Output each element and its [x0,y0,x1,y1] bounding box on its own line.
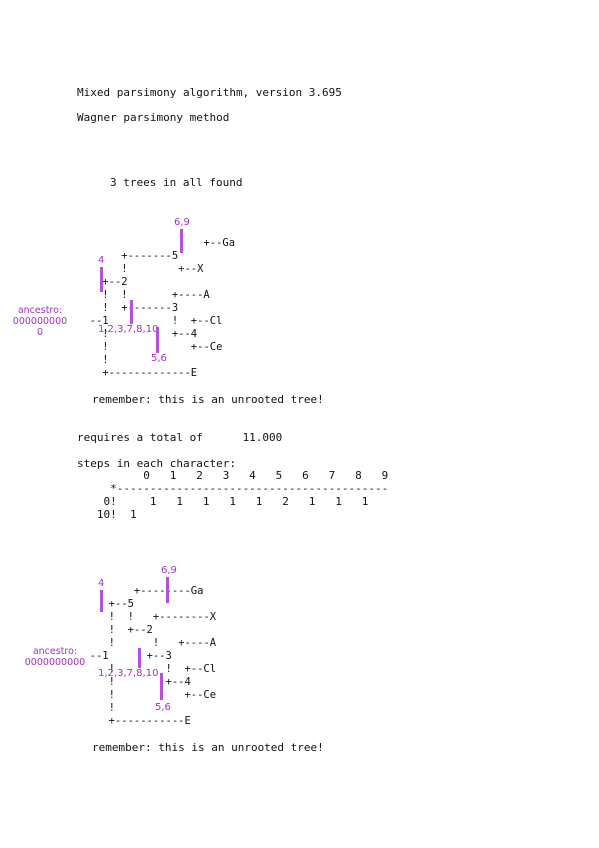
tree-2-line-4: ! +--2 [77,624,153,636]
program-title: Mixed parsimony algorithm, version 3.695 [77,86,342,99]
tree-1-label-4: 4 [98,255,105,266]
tree-2-label-4: 4 [98,578,105,589]
tree-2-label-5-6: 5,6 [155,702,171,713]
tree-2-line-10: ! [77,702,115,714]
steps-divider-row: *---------------------------------------… [77,482,389,495]
tree-2-ancestor-line-2: 0000000000 [24,657,86,668]
tree-1-line-11: +-------------E [77,367,198,379]
tree-1-line-2: +-------5 [77,250,179,262]
tree-2-line-1: +--------Ga [77,585,204,597]
tree-2-line-3: ! ! +--------X [77,611,217,623]
steps-title: steps in each character: [77,457,236,470]
tree-1-change-bar-5-6 [156,327,159,353]
tree-2-line-2: +--5 [77,598,134,610]
tree-1-line-10: ! [77,354,109,366]
tree-1-line-5: ! ! +----A [77,289,210,301]
tree-1-ancestor-label: ancestro: 000000000 0 [12,305,68,338]
steps-header-row: 0 1 2 3 4 5 6 7 8 9 [77,469,389,482]
steps-row-0: 0! 1 1 1 1 1 2 1 1 1 [77,495,369,508]
steps-row-10: 10! 1 [77,508,137,521]
tree-2-label-6-9: 6,9 [161,565,177,576]
tree-2-line-9: ! +--Ce [77,689,217,701]
tree-1-line-1: +--Ga [77,237,236,249]
tree-1-line-9: ! +--Ce [77,341,223,353]
tree-2-ancestor-label: ancestro: 0000000000 [24,646,86,668]
method-title: Wagner parsimony method [77,111,230,124]
tree-2-line-6: --1 +--3 [77,650,172,662]
tree-1-label-6-9: 6,9 [174,217,190,228]
tree-2-line-8: ! +--4 [77,676,191,688]
tree-1-line-8: ! +--4 [77,328,198,340]
tree-2-change-bar-4 [100,590,103,612]
tree-2-label-1-10: 1,2,3,7,8,10 [98,668,159,679]
tree-1-ancestor-line-1: ancestro: [17,305,63,316]
unrooted-note-1: remember: this is an unrooted tree! [92,393,324,406]
tree-2-change-bar-5-6 [160,673,163,700]
tree-2-line-5: ! ! +----A [77,637,217,649]
tree-2-line-11: +-----------E [77,715,191,727]
tree-2-change-bar-6-9 [166,577,169,603]
tree-2-ancestor-line-1: ancestro: [32,646,78,657]
tree-1-label-1-10: 1,2,3,7,8,10 [98,324,159,335]
tree-1-ancestor-line-3: 0 [36,327,44,338]
trees-found-summary: 3 trees in all found [110,176,243,189]
tree-2-line-7: ! ! +--Cl [77,663,217,675]
tree-1-line-3: ! +--X [77,263,204,275]
tree-1-line-4: +--2 [102,276,128,288]
tree-1-label-5-6: 5,6 [151,353,167,364]
tree-1-line-6: ! +-------3 [77,302,179,314]
tree-1-change-bar-6-9 [180,229,183,253]
tree-2-change-bar-1-10 [138,648,141,668]
tree-1-line-7: --1 ! +--Cl [77,315,223,327]
tree-1-ancestor-line-2: 000000000 [12,316,68,327]
requires-total: requires a total of 11.000 [77,431,283,444]
tree-1-change-bar-1-10 [130,300,133,324]
unrooted-note-2: remember: this is an unrooted tree! [92,741,324,754]
tree-1-change-bar-4 [100,267,103,292]
